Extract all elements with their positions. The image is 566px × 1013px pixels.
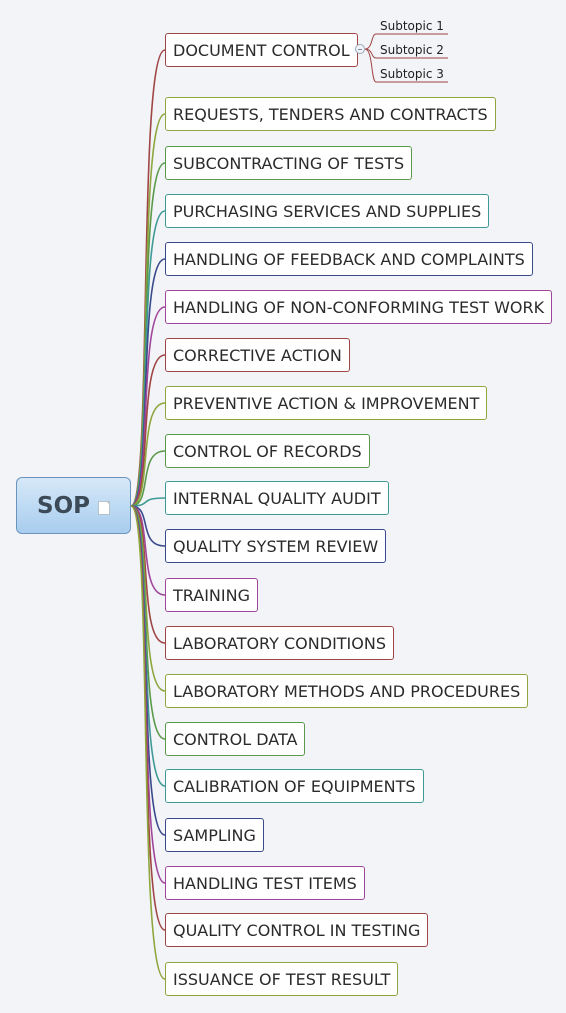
topic-requests-tenders-contracts[interactable]: REQUESTS, TENDERS AND CONTRACTS [165,97,496,131]
branch-line [130,354,166,507]
root-label: SOP [37,492,90,519]
branch-line [130,505,166,547]
subtopic-line [364,33,448,50]
topic-calibration-of-equipments[interactable]: CALIBRATION OF EQUIPMENTS [165,769,424,803]
branch-line [130,505,166,644]
branch-line [130,450,166,507]
subtopic-3[interactable]: Subtopic 3 [380,67,444,81]
topic-corrective-action[interactable]: CORRECTIVE ACTION [165,338,350,372]
topic-document-control[interactable]: DOCUMENT CONTROL [165,33,358,67]
subtopic-line [364,48,448,83]
topic-control-of-records[interactable]: CONTROL OF RECORDS [165,434,370,468]
branch-line [130,505,166,980]
topic-subcontracting-of-tests[interactable]: SUBCONTRACTING OF TESTS [165,146,413,180]
topic-quality-control-in-testing[interactable]: QUALITY CONTROL IN TESTING [165,913,429,947]
topic-issuance-of-test-result[interactable]: ISSUANCE OF TEST RESULT [165,962,399,996]
topic-laboratory-methods[interactable]: LABORATORY METHODS AND PROCEDURES [165,674,529,708]
topic-handling-feedback-complaints[interactable]: HANDLING OF FEEDBACK AND COMPLAINTS [165,242,533,276]
topic-quality-system-review[interactable]: QUALITY SYSTEM REVIEW [165,529,387,563]
topic-control-data[interactable]: CONTROL DATA [165,722,306,756]
root-topic[interactable]: SOP [16,477,131,534]
topic-internal-quality-audit[interactable]: INTERNAL QUALITY AUDIT [165,481,389,515]
topic-handling-non-conforming-work[interactable]: HANDLING OF NON-CONFORMING TEST WORK [165,290,553,324]
topic-training[interactable]: TRAINING [165,578,258,612]
topic-sampling[interactable]: SAMPLING [165,818,264,852]
topic-laboratory-conditions[interactable]: LABORATORY CONDITIONS [165,626,394,660]
topic-preventive-action[interactable]: PREVENTIVE ACTION & IMPROVEMENT [165,386,488,420]
subtopic-1[interactable]: Subtopic 1 [380,19,444,33]
note-icon[interactable] [97,500,110,515]
branch-line [130,402,166,507]
subtopic-2[interactable]: Subtopic 2 [380,43,444,57]
topic-purchasing-services-supplies[interactable]: PURCHASING SERVICES AND SUPPLIES [165,194,490,228]
branch-line [130,497,166,507]
collapse-toggle-icon[interactable] [355,44,365,54]
topic-handling-test-items[interactable]: HANDLING TEST ITEMS [165,866,365,900]
